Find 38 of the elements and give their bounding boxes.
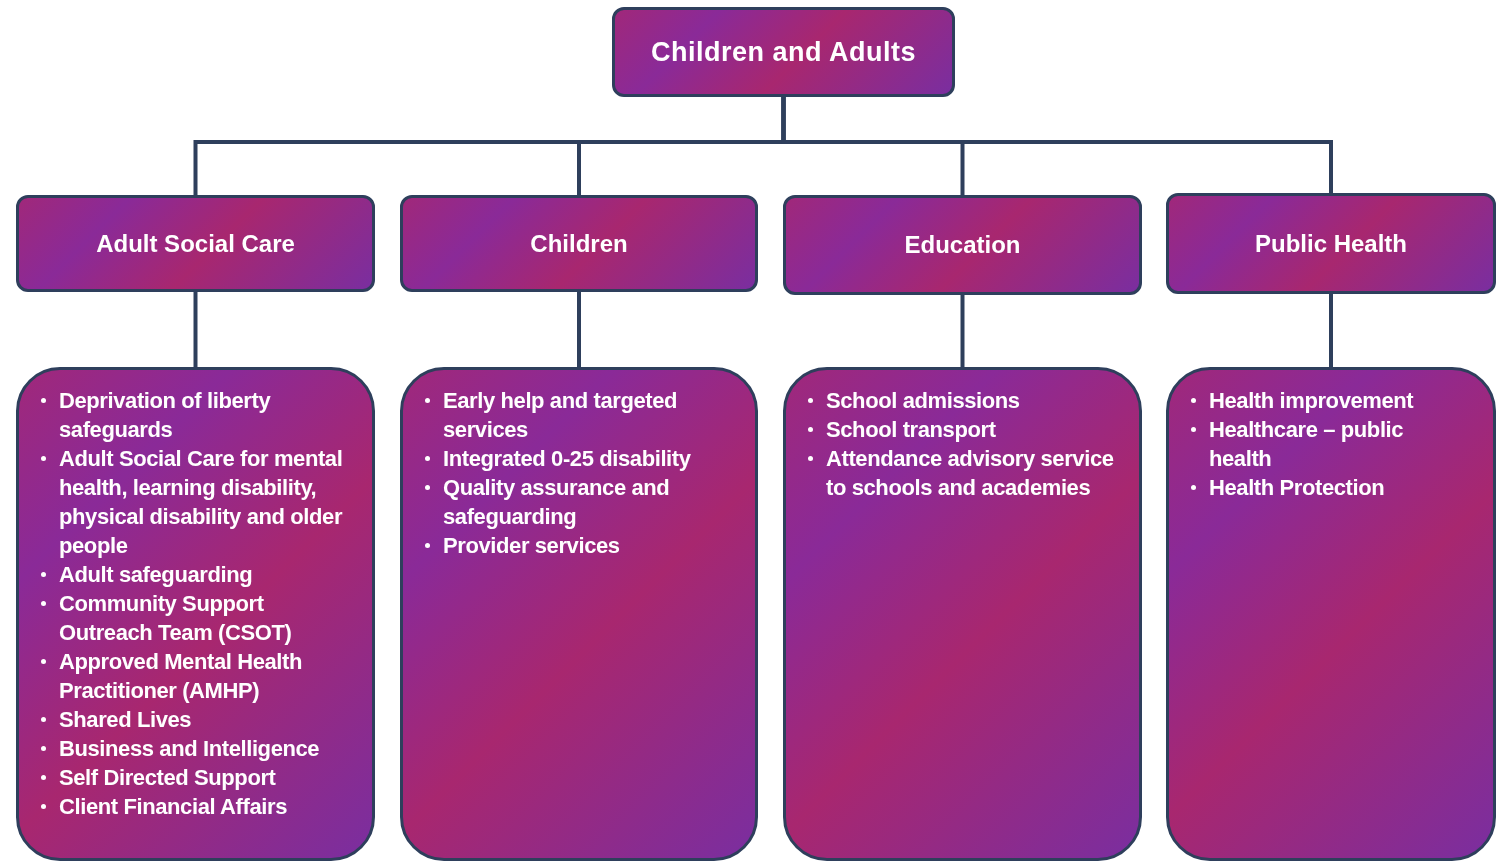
department-box — [16, 195, 375, 292]
bullet-text: Client Financial Affairs — [59, 793, 288, 821]
bullet-text: School transport — [826, 416, 997, 444]
bullet-text: Attendance advisory service to schools and academies — [826, 445, 1115, 502]
bullet-text: School admissions — [826, 387, 1021, 415]
bullet-text: Self Directed Support — [59, 764, 277, 792]
box-title: Children — [530, 228, 628, 259]
bullet-text: Adult safeguarding — [59, 561, 254, 589]
bullet-text: Deprivation of liberty safeguards — [59, 387, 272, 444]
bullet-text: Provider services — [443, 532, 621, 560]
connector-line — [781, 97, 1333, 193]
connector-line — [577, 292, 581, 367]
bullet-text: Shared Lives — [59, 706, 193, 734]
box-title: Children and Adults — [651, 35, 916, 69]
bullet-text: Community Support Outreach Team (CSOT) — [59, 590, 293, 647]
connector-line — [960, 295, 965, 367]
content-box — [16, 367, 375, 861]
bullet-text: Approved Mental Health Practitioner (AMHP) — [59, 648, 303, 705]
bullet-text: Healthcare – public health — [1209, 416, 1405, 473]
bullet-text: Early help and targeted services — [443, 387, 679, 444]
box-title: Education — [904, 230, 1021, 260]
bullet-text: Health Protection — [1209, 474, 1386, 502]
bullet-text: Business and Intelligence — [59, 735, 321, 763]
bullet-text: Adult Social Care for mental health, learning disability, physical disability and older people — [59, 445, 344, 560]
bullet-text: Integrated 0-25 disability — [443, 445, 692, 473]
bullet-text: Health improvement — [1209, 387, 1415, 415]
content-box — [1166, 367, 1496, 861]
root-box — [612, 7, 955, 97]
box-title: Public Health — [1255, 228, 1407, 259]
content-box — [400, 367, 758, 861]
box-title: Adult Social Care — [96, 228, 295, 259]
department-box — [1166, 193, 1496, 294]
bullet-text: Quality assurance and safeguarding — [443, 474, 671, 531]
connector-line — [1329, 294, 1333, 367]
department-box — [783, 195, 1142, 295]
content-box — [783, 367, 1142, 861]
connector-line — [193, 292, 198, 367]
department-box — [400, 195, 758, 292]
